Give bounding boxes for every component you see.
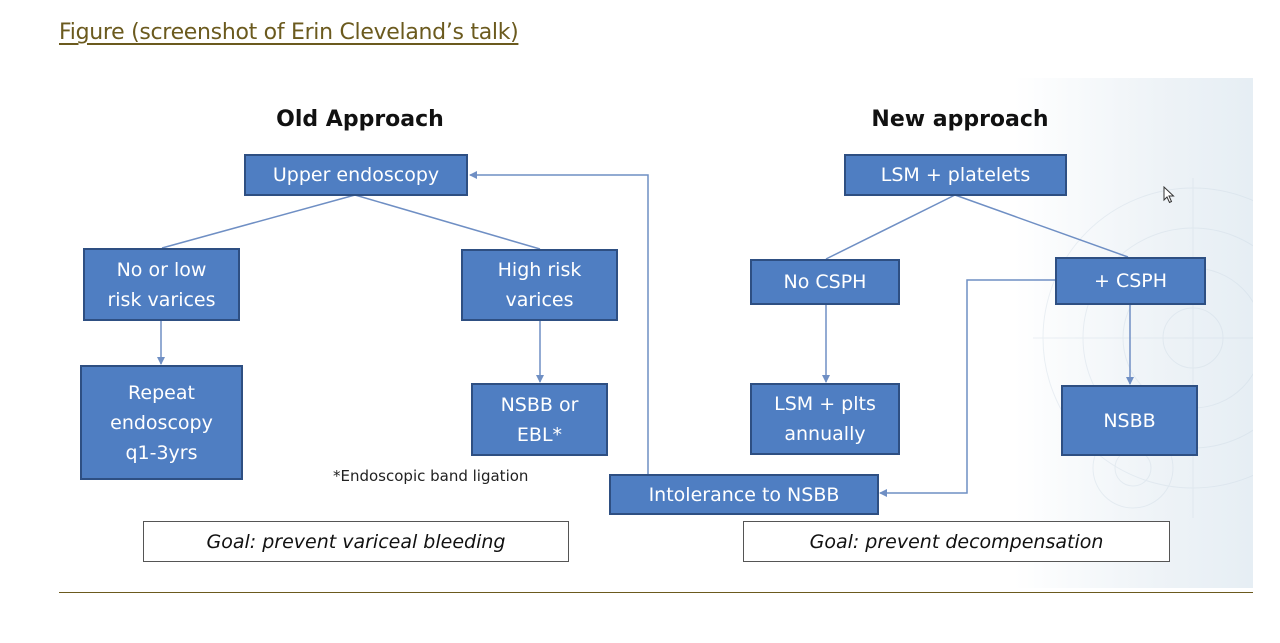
figure-title: Figure (screenshot of Erin Cleveland’s t… bbox=[59, 20, 519, 45]
node-lsm-platelets: LSM + platelets bbox=[844, 154, 1067, 196]
node-plus-csph: + CSPH bbox=[1055, 257, 1206, 305]
node-nsbb-or-ebl: NSBB or EBL* bbox=[471, 383, 608, 456]
heading-old-approach: Old Approach bbox=[276, 107, 444, 132]
slide-background-decoration bbox=[1033, 178, 1253, 518]
heading-new-approach: New approach bbox=[871, 107, 1049, 132]
node-no-csph: No CSPH bbox=[750, 259, 900, 305]
node-repeat-endoscopy: Repeat endoscopy q1-3yrs bbox=[80, 365, 243, 480]
node-nsbb: NSBB bbox=[1061, 385, 1198, 456]
node-no-or-low-risk-varices: No or low risk varices bbox=[83, 248, 240, 321]
goal-new-approach: Goal: prevent decompensation bbox=[743, 521, 1170, 562]
node-upper-endoscopy: Upper endoscopy bbox=[244, 154, 468, 196]
goal-old-approach: Goal: prevent variceal bleeding bbox=[143, 521, 569, 562]
mouse-pointer-icon bbox=[1163, 186, 1175, 204]
node-intolerance-to-nsbb: Intolerance to NSBB bbox=[609, 474, 879, 515]
node-lsm-plts-annually: LSM + plts annually bbox=[750, 383, 900, 455]
footnote-band-ligation: *Endoscopic band ligation bbox=[333, 467, 529, 485]
node-high-risk-varices: High risk varices bbox=[461, 249, 618, 321]
bottom-divider bbox=[59, 592, 1253, 593]
